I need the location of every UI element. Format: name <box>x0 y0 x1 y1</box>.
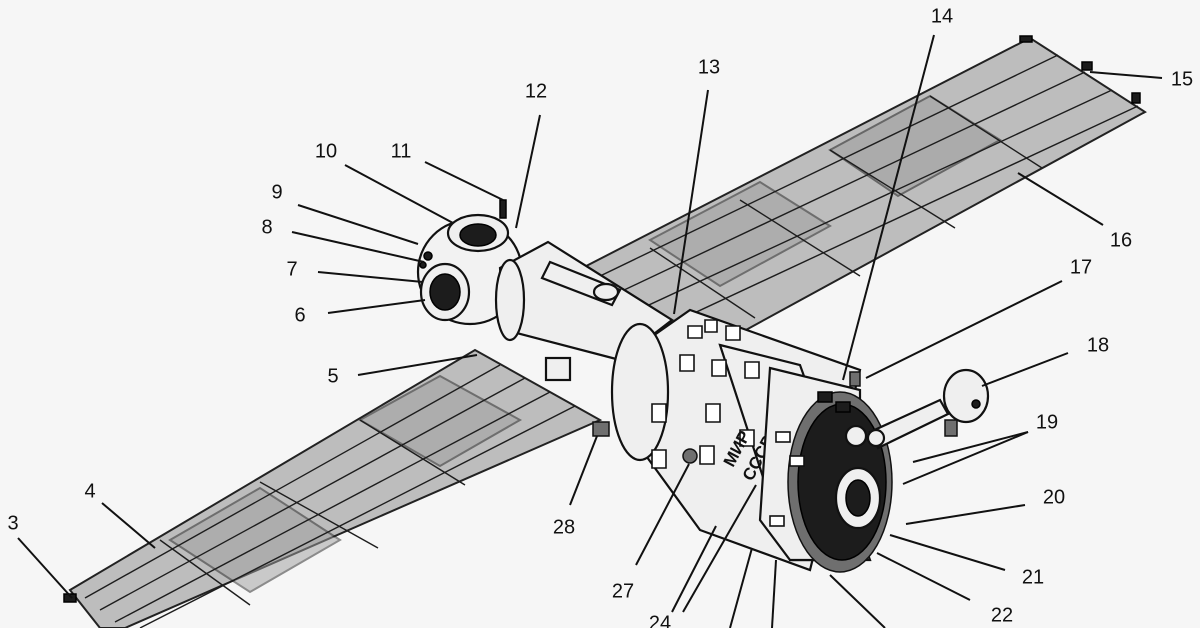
porthole-10 <box>699 445 715 465</box>
callout-18: 18 <box>1087 334 1109 356</box>
callout-13: 13 <box>698 56 720 78</box>
aft-thruster-2 <box>866 428 886 448</box>
callout-4: 4 <box>84 480 95 502</box>
antenna-dish-center <box>971 399 981 409</box>
lower-panel-shade-2 <box>357 374 523 468</box>
callout-17: 17 <box>1070 256 1092 278</box>
upper-solar-array <box>517 35 1147 357</box>
porthole-1 <box>687 325 703 339</box>
callout-28: 28 <box>553 516 575 538</box>
callout-6: 6 <box>294 304 305 326</box>
callout-3: 3 <box>7 512 18 534</box>
antenna-mount <box>944 419 958 437</box>
porthole-5 <box>711 359 727 377</box>
porthole-8 <box>705 403 721 423</box>
porthole-4 <box>679 354 695 372</box>
lower-solar-panel <box>68 348 603 628</box>
upper-panel-shade-1 <box>828 94 1002 198</box>
transfer-sensor-dome <box>592 282 620 302</box>
lower-panel-shade-1 <box>168 486 342 594</box>
upper-docking-hatch <box>459 223 497 247</box>
antenna-boom <box>844 368 990 450</box>
hull-port-27 <box>682 448 698 464</box>
callout-5: 5 <box>327 365 338 387</box>
upper-array-end-fitting <box>1081 61 1093 71</box>
aft-panel-3 <box>769 515 785 527</box>
aft-section <box>758 366 893 573</box>
callout-20: 20 <box>1043 486 1065 508</box>
aft-antenna-block-2 <box>835 401 851 413</box>
callout-7: 7 <box>286 258 297 280</box>
callout-16: 16 <box>1110 229 1132 251</box>
porthole-9 <box>651 449 667 469</box>
callout-12: 12 <box>525 80 547 102</box>
callout-11: 11 <box>391 140 412 162</box>
antenna-dish <box>942 368 990 424</box>
callout-22: 22 <box>991 604 1013 626</box>
callout-14: 14 <box>931 5 953 27</box>
callout-15: 15 <box>1171 68 1193 90</box>
aft-antenna-block-1 <box>817 391 833 403</box>
upper-array-tip-fitting <box>1019 35 1033 43</box>
callout-19: 19 <box>1036 411 1058 433</box>
porthole-3 <box>725 325 741 341</box>
main-hull-front-ring <box>610 322 670 462</box>
porthole-2 <box>704 319 718 333</box>
transfer-front-ring <box>494 258 526 342</box>
upper-array-corner-fitting <box>1131 92 1141 104</box>
porthole-11 <box>739 429 755 447</box>
porthole-7 <box>651 403 667 423</box>
aft-docking-hatch <box>845 479 871 517</box>
aft-panel-1 <box>775 431 791 443</box>
lower-solar-array <box>63 348 603 628</box>
transfer-hatch <box>544 356 572 382</box>
ventral-fitting-28 <box>592 421 610 437</box>
node-antenna <box>499 199 507 219</box>
aft-panel-2 <box>789 455 805 467</box>
lower-array-tip-fitting <box>63 593 77 603</box>
node-sensor <box>423 251 433 261</box>
aft-mast <box>849 371 861 387</box>
front-docking-hatch <box>429 273 461 311</box>
porthole-6 <box>744 361 760 379</box>
callout-10: 10 <box>315 140 337 162</box>
callouts: 3 4 5 6 7 8 9 10 11 12 13 14 15 16 17 18… <box>7 5 1193 628</box>
callout-21: 21 <box>1022 566 1044 588</box>
callout-24: 24 <box>649 612 671 628</box>
aft-thruster-1 <box>844 424 868 448</box>
callout-8: 8 <box>261 216 272 238</box>
callout-9: 9 <box>271 181 282 203</box>
upper-panel-shade-2 <box>648 180 832 288</box>
node-sensor-small <box>419 261 427 269</box>
callout-27: 27 <box>612 580 634 602</box>
